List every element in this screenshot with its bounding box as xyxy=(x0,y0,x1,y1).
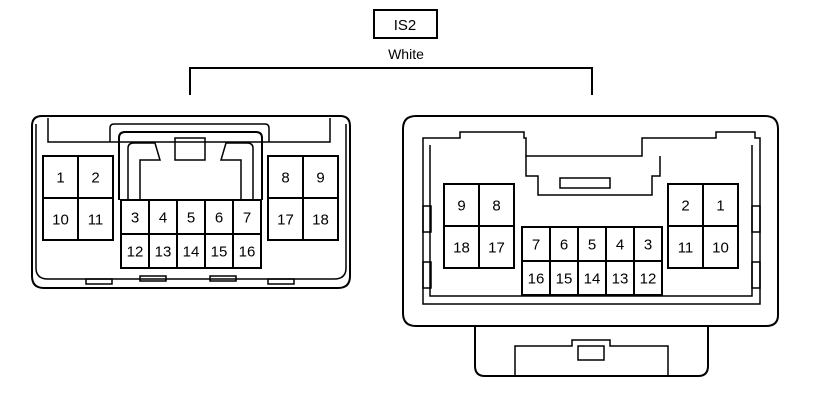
right-side-notch-1 xyxy=(422,205,432,233)
left-outer-body xyxy=(31,115,351,289)
left-pin-label: 1 xyxy=(56,170,64,187)
left-pin-label: 9 xyxy=(316,170,324,187)
right-pin-label: 14 xyxy=(584,271,601,288)
left-pin-label: 13 xyxy=(155,244,172,261)
right-pin-cell xyxy=(478,225,515,269)
left-pin-label: 16 xyxy=(239,244,256,261)
right-pin-label: 5 xyxy=(588,237,596,254)
right-pin-label: 9 xyxy=(457,198,465,215)
left-pin-label: 12 xyxy=(127,244,144,261)
right-pin-cell xyxy=(633,260,663,296)
right-pin-label: 3 xyxy=(644,237,652,254)
left-top-inner xyxy=(109,123,270,142)
right-pin-label: 18 xyxy=(453,240,470,257)
left-lock-tab xyxy=(118,131,263,200)
right-outer-body xyxy=(402,115,779,327)
left-pin-label: 7 xyxy=(243,210,251,227)
left-pin-cell xyxy=(120,233,150,269)
left-pin-cell xyxy=(77,197,114,241)
right-inner-frame xyxy=(422,131,761,305)
right-top-latch xyxy=(559,177,611,189)
left-pin-label: 14 xyxy=(183,244,200,261)
right-pin-cell xyxy=(702,225,739,269)
right-bottom-inner xyxy=(514,339,669,376)
right-side-notch-3 xyxy=(751,205,761,233)
right-pin-cell xyxy=(605,260,635,296)
left-pin-cell xyxy=(204,199,234,235)
right-pin-cell xyxy=(577,260,607,296)
right-pin-cell xyxy=(702,183,739,227)
left-pin-label: 18 xyxy=(312,212,329,229)
bracket-line xyxy=(189,67,593,95)
left-pin-cell xyxy=(302,155,339,199)
right-pin-label: 4 xyxy=(616,237,624,254)
left-pin-label: 17 xyxy=(277,212,294,229)
left-top-frame xyxy=(47,118,331,143)
right-side-notch-4 xyxy=(751,261,761,289)
left-pin-label: 15 xyxy=(211,244,228,261)
left-lock-center xyxy=(174,137,206,161)
right-bottom-latch xyxy=(577,345,605,361)
right-pin-label: 13 xyxy=(612,271,629,288)
left-bottom-tab-1 xyxy=(85,278,113,285)
left-pin-cell xyxy=(267,197,304,241)
right-pin-label: 6 xyxy=(560,237,568,254)
left-pin-label: 10 xyxy=(52,212,69,229)
left-pin-label: 3 xyxy=(131,210,139,227)
left-bottom-tab-4 xyxy=(267,278,295,285)
left-pin-cell xyxy=(302,197,339,241)
right-pin-label: 8 xyxy=(492,198,500,215)
left-bottom-tab-3 xyxy=(209,275,237,282)
left-lock-inner-right xyxy=(219,142,254,200)
connector-tag-box xyxy=(373,9,438,39)
right-pin-label: 12 xyxy=(640,271,657,288)
right-pin-cell xyxy=(443,225,480,269)
right-pin-label: 1 xyxy=(716,198,724,215)
left-pin-label: 6 xyxy=(215,210,223,227)
left-lock-inner xyxy=(127,142,162,200)
right-side-notch-2 xyxy=(422,261,432,289)
left-bottom-tab-2 xyxy=(139,275,167,282)
right-pin-label: 11 xyxy=(678,240,694,257)
left-pin-label: 11 xyxy=(88,212,104,229)
connector-name: IS2 xyxy=(394,17,417,34)
left-pin-cell xyxy=(176,233,206,269)
right-pin-label: 10 xyxy=(712,240,729,257)
connector-color: White xyxy=(388,46,424,62)
left-pin-label: 4 xyxy=(159,210,167,227)
right-pin-label: 7 xyxy=(532,237,540,254)
right-pin-label: 17 xyxy=(488,240,505,257)
connector-tag: IS2 White xyxy=(373,9,438,62)
right-pin-label: 16 xyxy=(528,271,545,288)
left-pin-cell xyxy=(42,197,79,241)
left-pin-label: 5 xyxy=(187,210,195,227)
right-pin-label: 2 xyxy=(681,198,689,215)
right-pin-label: 15 xyxy=(556,271,573,288)
left-inner-outline xyxy=(35,124,347,280)
left-pin-label: 2 xyxy=(91,170,99,187)
right-top-recess xyxy=(525,156,661,196)
left-pin-cell xyxy=(267,155,304,199)
right-bottom-housing xyxy=(474,326,709,377)
left-pin-cell xyxy=(232,233,262,269)
left-pin-label: 8 xyxy=(281,170,289,187)
